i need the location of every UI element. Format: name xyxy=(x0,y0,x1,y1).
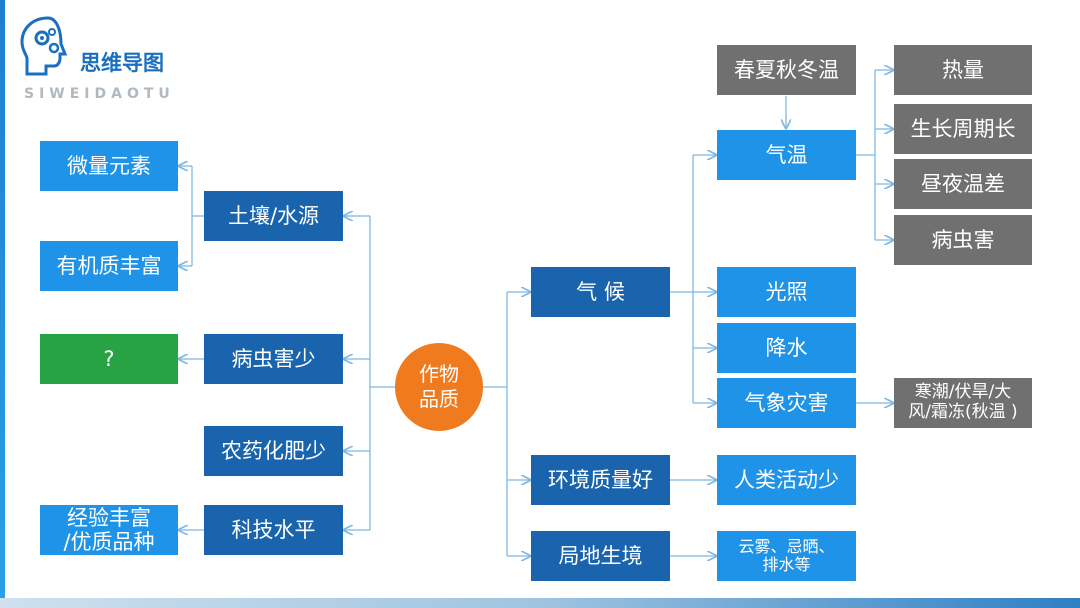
heat-label: 热量 xyxy=(942,57,984,82)
unknown-node: ? xyxy=(40,334,178,384)
center-label: 作物 品质 xyxy=(419,362,459,411)
technology-node: 科技水平 xyxy=(204,505,343,555)
light-node: 光照 xyxy=(717,267,856,317)
growth-period-label: 生长周期长 xyxy=(910,116,1016,141)
experience-varieties-label: 经验丰富 /优质品种 xyxy=(63,505,155,554)
weather-disaster-label: 气象灾害 xyxy=(744,390,829,415)
climate-label: 气 候 xyxy=(576,279,625,304)
soil-water-label: 土壤/水源 xyxy=(227,203,320,228)
technology-label: 科技水平 xyxy=(231,517,316,542)
less-human-activity-node: 人类活动少 xyxy=(717,455,856,505)
few-chemicals-node: 农药化肥少 xyxy=(204,426,343,476)
environment-node: 环境质量好 xyxy=(531,455,670,505)
few-pests-label: 病虫害少 xyxy=(231,346,316,371)
soil-water-node: 土壤/水源 xyxy=(204,191,343,241)
temp-difference-node: 昼夜温差 xyxy=(894,159,1032,209)
trace-elements-node: 微量元素 xyxy=(40,141,178,191)
organic-matter-label: 有机质丰富 xyxy=(56,253,162,278)
precipitation-label: 降水 xyxy=(765,335,808,360)
unknown-label: ? xyxy=(103,346,115,371)
center-node: 作物 品质 xyxy=(395,343,483,431)
light-label: 光照 xyxy=(765,279,808,304)
disaster-detail-node: 寒潮/伏旱/大 风/霜冻(秋温 ) xyxy=(894,378,1032,428)
experience-varieties-node: 经验丰富 /优质品种 xyxy=(40,505,178,555)
pests-node: 病虫害 xyxy=(894,215,1032,265)
season-temp-label: 春夏秋冬温 xyxy=(734,57,839,82)
precipitation-node: 降水 xyxy=(717,323,856,373)
fog-drainage-node: 云雾、忌晒、 排水等 xyxy=(717,531,856,581)
environment-label: 环境质量好 xyxy=(548,467,653,492)
less-human-activity-label: 人类活动少 xyxy=(734,467,839,492)
weather-disaster-node: 气象灾害 xyxy=(717,378,856,428)
organic-matter-node: 有机质丰富 xyxy=(40,241,178,291)
local-habitat-node: 局地生境 xyxy=(531,531,670,581)
brand-title: 思维导图 xyxy=(80,51,164,75)
head-gear-icon xyxy=(20,16,68,76)
temp-difference-label: 昼夜温差 xyxy=(921,171,1005,196)
brand-subtitle: SIWEIDAOTU xyxy=(24,86,175,102)
temperature-node: 气温 xyxy=(717,130,856,180)
season-temp-node: 春夏秋冬温 xyxy=(717,45,856,95)
heat-node: 热量 xyxy=(894,45,1032,95)
few-pests-node: 病虫害少 xyxy=(204,334,343,384)
local-habitat-label: 局地生境 xyxy=(558,543,643,568)
pests-label: 病虫害 xyxy=(931,227,995,252)
trace-elements-label: 微量元素 xyxy=(67,153,151,178)
climate-node: 气 候 xyxy=(531,267,670,317)
left-accent-bar xyxy=(0,0,5,608)
bottom-accent-bar xyxy=(0,598,1080,608)
fog-drainage-label: 云雾、忌晒、 排水等 xyxy=(738,536,835,574)
temperature-label: 气温 xyxy=(765,142,808,167)
growth-period-node: 生长周期长 xyxy=(894,104,1032,154)
disaster-detail-label: 寒潮/伏旱/大 风/霜冻(秋温 ) xyxy=(908,382,1018,422)
few-chemicals-label: 农药化肥少 xyxy=(221,438,326,463)
